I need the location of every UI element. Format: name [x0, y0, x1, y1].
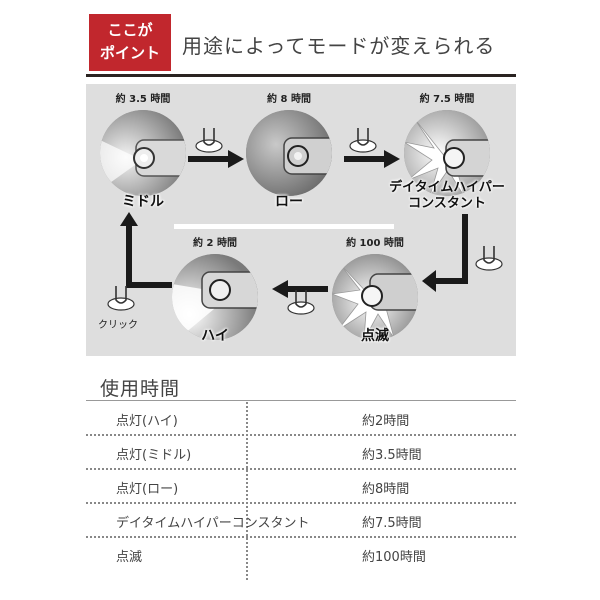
point-badge: ここが ポイント: [89, 14, 171, 71]
button-press-icon: [107, 286, 135, 311]
mode-label-high: ハイ: [201, 328, 229, 344]
light-image-middle: [100, 110, 186, 196]
mode-cell: デイタイムハイパーコンスタント: [116, 516, 310, 531]
time-label-middle: 約 3.5 時間: [115, 94, 171, 105]
badge-line-2: ポイント: [99, 44, 160, 62]
light-image-low: [246, 110, 332, 196]
arrow-down-left-icon: [422, 214, 468, 292]
time-label-low: 約 8 時間: [267, 94, 311, 105]
time-cell: 約8時間: [362, 482, 410, 497]
mode-label-daytime-line-1: デイタイムハイパー: [389, 180, 505, 195]
mode-cell: 点滅: [116, 550, 143, 565]
arrow-left-icon: [272, 280, 328, 298]
button-press-icon: [475, 246, 503, 271]
header-underline: [86, 74, 516, 77]
diagram-separator: [174, 224, 394, 229]
usage-time-title: 使用時間: [100, 378, 181, 400]
header: ここが ポイント 用途によってモードが変えられる: [0, 0, 600, 82]
mode-cell: 点灯(ハイ): [116, 414, 178, 429]
mode-label-daytime-line-2: コンスタント: [408, 196, 486, 211]
table-row: 点灯(ロー) 約8時間: [86, 470, 516, 504]
light-image-flash: [332, 254, 418, 340]
header-title: 用途によってモードが変えられる: [182, 34, 496, 58]
mode-cell: 点灯(ミドル): [116, 448, 192, 463]
arrow-right-icon: [188, 150, 244, 168]
time-label-high: 約 2 時間: [193, 238, 237, 249]
light-image-high: [172, 254, 258, 340]
time-label-daytime: 約 7.5 時間: [419, 94, 475, 105]
mode-label-low: ロー: [275, 194, 303, 210]
button-press-icon: [195, 128, 223, 153]
table-row: デイタイムハイパーコンスタント 約7.5時間: [86, 504, 516, 538]
table-row: 点滅 約100時間: [86, 538, 516, 572]
mode-label-flash: 点滅: [361, 328, 389, 344]
time-cell: 約2時間: [362, 414, 410, 429]
mode-label-daytime: デイタイムハイパー コンスタント: [382, 180, 512, 212]
light-image-daytime: [404, 110, 490, 196]
usage-time-title-underline: [86, 400, 516, 401]
light-high-icon: [172, 254, 258, 340]
table-row: 点灯(ハイ) 約2時間: [86, 402, 516, 436]
button-press-icon: [349, 128, 377, 153]
light-low-icon: [246, 110, 332, 196]
mode-label-middle: ミドル: [122, 194, 164, 210]
mode-cell: 点灯(ロー): [116, 482, 179, 497]
usage-time-table: 点灯(ハイ) 約2時間 点灯(ミドル) 約3.5時間 点灯(ロー) 約8時間 デ…: [86, 402, 516, 572]
table-row: 点灯(ミドル) 約3.5時間: [86, 436, 516, 470]
time-cell: 約7.5時間: [362, 516, 422, 531]
badge-line-1: ここが: [107, 21, 153, 39]
click-label: クリック: [98, 320, 138, 331]
time-cell: 約3.5時間: [362, 448, 422, 463]
time-cell: 約100時間: [362, 550, 426, 565]
table-column-separator: [246, 402, 248, 580]
button-press-icon: [287, 290, 315, 315]
light-flash-icon: [332, 254, 418, 340]
arrow-up-icon: [120, 212, 172, 288]
arrow-right-icon: [344, 150, 400, 168]
mode-cycle-diagram: 約 3.5 時間 ミドル 約 8 時間 ロー 約 7.5 時間: [86, 84, 516, 356]
light-daytime-icon: [404, 110, 490, 196]
time-label-flash: 約 100 時間: [346, 238, 404, 249]
light-middle-icon: [100, 110, 186, 196]
